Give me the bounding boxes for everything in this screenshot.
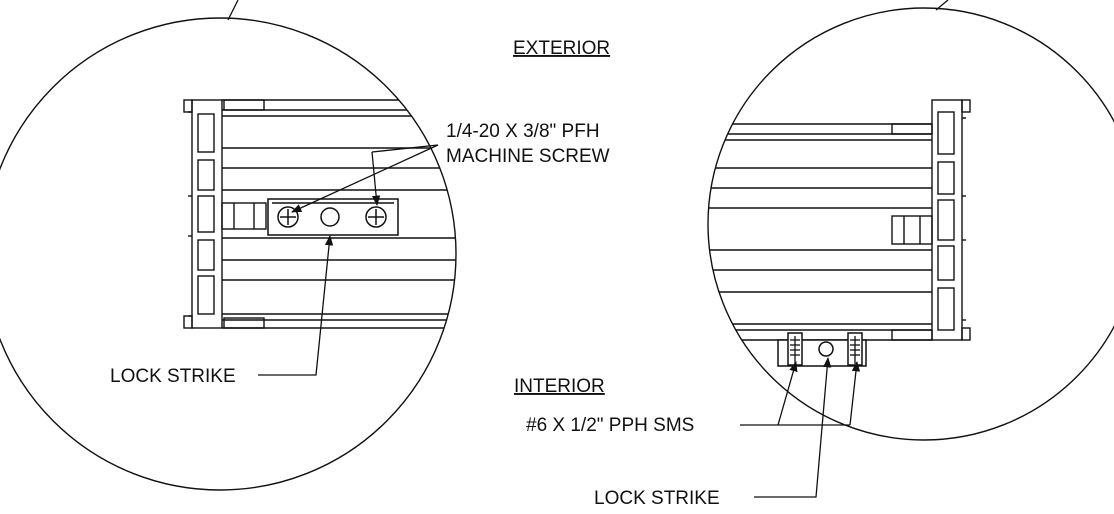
left-leader-top bbox=[227, 0, 239, 21]
left-detail bbox=[0, 0, 457, 491]
left-detail-circle bbox=[0, 17, 457, 491]
left-lock-strike-plate bbox=[267, 198, 399, 236]
lock-strike-left-label: LOCK STRIKE bbox=[110, 366, 236, 387]
right-detail-circle bbox=[707, 7, 1114, 441]
lock-strike-bottom-label: LOCK STRIKE bbox=[594, 488, 720, 509]
exterior-label: EXTERIOR bbox=[513, 38, 610, 59]
left-strike-hole bbox=[320, 207, 340, 227]
right-detail bbox=[707, 0, 1114, 498]
machine-screw-label-line1: 1/4-20 X 3/8" PFH bbox=[446, 121, 600, 142]
right-lock-strike-plate bbox=[777, 332, 867, 367]
machine-screw-label-line2: MACHINE SCREW bbox=[446, 146, 610, 167]
right-strike-hole bbox=[818, 341, 834, 357]
right-leaders bbox=[740, 356, 861, 498]
interior-label: INTERIOR bbox=[514, 376, 605, 397]
left-leaders bbox=[258, 144, 439, 376]
right-screw-threads bbox=[790, 336, 860, 364]
right-extrusion bbox=[708, 99, 971, 341]
sms-screw-label: #6 X 1/2" PPH SMS bbox=[526, 415, 694, 436]
